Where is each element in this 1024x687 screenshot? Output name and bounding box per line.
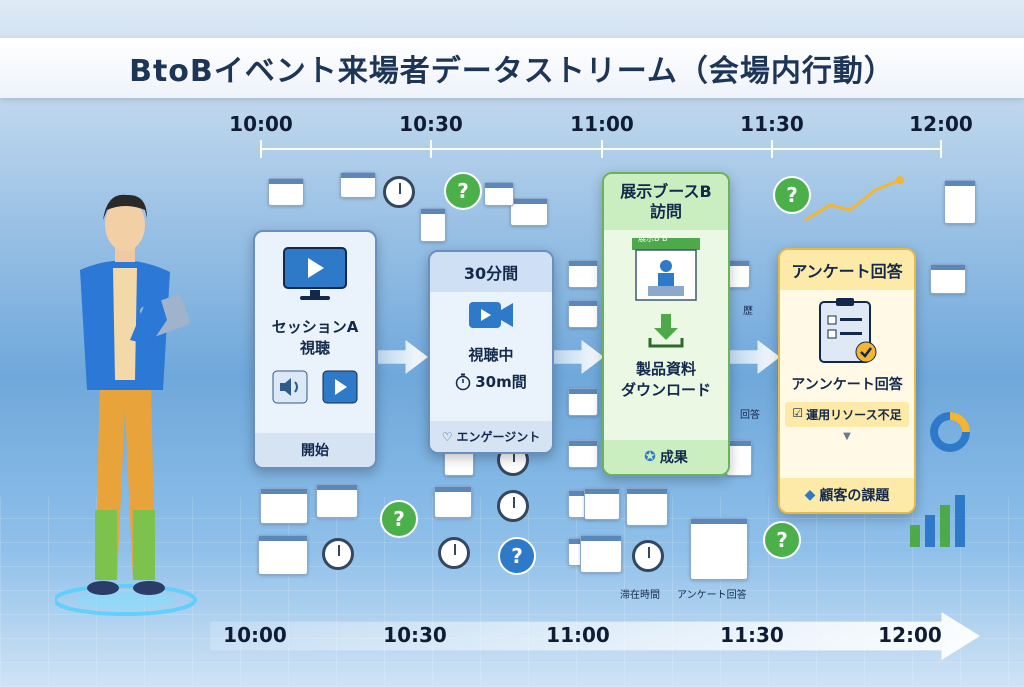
survey-header: アンケート回答 — [780, 250, 914, 290]
play-icon — [322, 370, 358, 404]
flow-arrow — [378, 340, 428, 374]
bar-chart-icon — [910, 495, 965, 547]
page-title: BtoBイベント来場者データストリーム（会場内行動） — [129, 54, 895, 89]
session-footer: 開始 — [255, 433, 375, 467]
question-bubble-icon: ? — [498, 537, 536, 575]
bottom-time-label: 11:30 — [720, 623, 784, 647]
watching-duration: 30m間 — [475, 373, 527, 391]
mini-window — [260, 488, 308, 524]
mini-window — [944, 180, 976, 224]
mini-window — [568, 300, 598, 328]
pie-chart-icon — [930, 412, 970, 452]
question-bubble-icon: ? — [444, 172, 482, 210]
grid-floor — [0, 497, 1024, 687]
mini-window — [340, 172, 376, 198]
survey-checkbox-row: ☑ 運用リソース不足 — [785, 402, 909, 427]
survey-footer: 顧客の課題 — [819, 488, 890, 504]
stopwatch-icon — [455, 373, 471, 390]
checkbox-checked-icon: ☑ — [792, 406, 804, 420]
session-card: セッションA 視聴 開始 — [253, 230, 377, 469]
watching-card: 30分間 視聴中 30m間 ♡ エンゲージント — [428, 250, 554, 454]
flow-arrow — [554, 340, 604, 374]
top-time-label: 12:00 — [909, 112, 973, 136]
mini-document — [420, 208, 446, 242]
booth-header: 展示ブースB 訪問 — [604, 174, 728, 230]
mini-window — [484, 182, 514, 206]
question-bubble-icon: ? — [773, 176, 811, 214]
survey-title: アンンケート回答 — [791, 377, 903, 393]
mini-window — [568, 388, 598, 416]
mini-chart-window — [930, 264, 966, 294]
monitor-play-icon — [283, 247, 347, 300]
mini-window — [726, 260, 750, 288]
booth-title: 製品資料 ダウンロード — [620, 360, 711, 399]
clock-icon — [438, 537, 470, 569]
survey-checkbox-label: 運用リソース不足 — [806, 408, 902, 422]
timeline-tick — [430, 140, 432, 158]
bottom-time-label: 10:00 — [223, 623, 287, 647]
mini-window — [510, 198, 548, 226]
top-time-label: 10:00 — [229, 112, 293, 136]
speaker-icon — [272, 370, 308, 404]
question-bubble-icon: ? — [763, 521, 801, 559]
mini-chart-window — [626, 488, 668, 526]
top-time-label: 11:00 — [570, 112, 634, 136]
answer-label: 回答 — [740, 410, 760, 421]
timeline-tick — [771, 140, 773, 158]
timeline-tick — [601, 140, 603, 158]
mini-window — [580, 535, 622, 573]
mini-chart-window — [316, 484, 358, 518]
survey-answer-label: アンケート回答 — [677, 590, 747, 601]
booth-icon — [632, 238, 700, 301]
visitor-person-illustration — [55, 194, 197, 616]
clipboard-icon — [819, 298, 877, 363]
session-title: セッションA 視聴 — [271, 318, 359, 357]
tag-icon: ◆ — [804, 487, 816, 503]
booth-sign: 展示B B — [638, 234, 668, 243]
mini-window — [584, 488, 620, 520]
clock-icon — [322, 538, 354, 570]
clock-icon — [632, 540, 664, 572]
booth-card: 展示ブースB 訪問 展示B B 製品資料 ダウンロード ✪ 成果 — [602, 172, 730, 476]
heart-chat-icon: ♡ — [441, 429, 453, 444]
award-icon: ✪ — [644, 449, 656, 465]
bottom-time-label: 12:00 — [878, 623, 942, 647]
flow-arrow — [730, 340, 780, 374]
mini-window — [258, 535, 308, 575]
watching-header: 30分間 — [430, 252, 552, 292]
watching-title: 視聴中 — [468, 346, 514, 364]
chevron-down-icon: ▼ — [843, 431, 851, 442]
timeline-tick — [260, 140, 262, 158]
mini-window — [568, 440, 598, 468]
dwell-time-label: 滞在時間 — [620, 590, 660, 601]
question-bubble-icon: ? — [380, 500, 418, 538]
mini-form-window — [690, 518, 748, 580]
mini-window — [434, 486, 472, 518]
video-camera-icon — [469, 302, 513, 328]
top-time-label: 10:30 — [399, 112, 463, 136]
timeline-tick — [940, 140, 942, 158]
bottom-time-label: 11:00 — [546, 623, 610, 647]
bottom-time-label: 10:30 — [383, 623, 447, 647]
clock-icon — [383, 176, 415, 208]
history-label: 歴 — [743, 306, 753, 317]
mini-window — [568, 260, 598, 288]
trend-line-icon — [804, 176, 904, 222]
booth-footer: 成果 — [659, 450, 688, 466]
clock-icon — [497, 490, 529, 522]
title-banner: BtoBイベント来場者データストリーム（会場内行動） — [0, 38, 1024, 98]
download-icon — [648, 314, 684, 348]
watching-footer: エンゲージント — [456, 430, 541, 444]
survey-card: アンケート回答 アンンケート回答 ☑ 運用リソース不足 ▼ ◆ 顧客の課題 — [778, 248, 916, 514]
top-time-label: 11:30 — [740, 112, 804, 136]
mini-chart-window — [268, 178, 304, 206]
